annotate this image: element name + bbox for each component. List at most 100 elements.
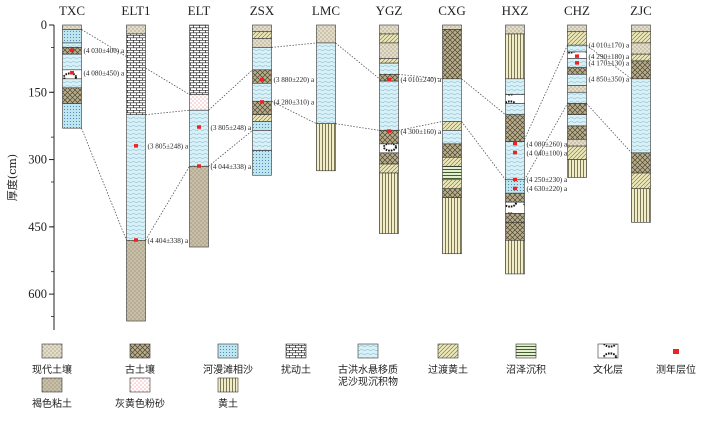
layer-paleosol [442, 188, 462, 198]
dating-marker [70, 48, 74, 53]
dating-marker [260, 77, 264, 82]
legend-item-sand: 河漫滩相沙 [203, 343, 253, 376]
layer-sand [252, 121, 272, 131]
layer-transition [379, 33, 399, 44]
dating-marker [134, 144, 138, 148]
layer-transition [567, 145, 587, 160]
layer-flood [252, 83, 272, 102]
legend-swatch [597, 343, 619, 359]
legend-swatch [217, 343, 239, 359]
date-label: (4 850±350) a [589, 75, 630, 83]
layer-silt [189, 94, 209, 111]
layer-paleosol [567, 125, 587, 140]
column-title: CHZ [564, 3, 590, 18]
column-title: TXC [59, 3, 85, 18]
dating-marker [197, 164, 201, 168]
layer-modern [567, 139, 587, 147]
correlation-lines [81, 29, 632, 241]
correlation-line [586, 44, 632, 80]
layer-flood [62, 53, 82, 71]
legend-item-modern: 现代土壤 [32, 343, 72, 376]
legend-swatch [357, 343, 379, 359]
layer-flood [505, 78, 525, 95]
layer-disturbed [189, 24, 209, 95]
layer-sand [505, 179, 525, 194]
date-label: (4 630±220) a [527, 185, 568, 193]
legend-item-swamp: 沼泽沉积 [506, 343, 546, 376]
legend-swatch [41, 377, 63, 393]
layer-paleosol [505, 114, 525, 142]
column-elt1: ELT1(3 805±248) a(4 404±338) a [121, 3, 189, 322]
layer-culture [505, 94, 525, 104]
date-label: (4 404±338) a [148, 237, 189, 245]
legend-label: 现代土壤 [32, 363, 72, 376]
dating-marker [387, 77, 391, 82]
layer-flood [567, 91, 587, 104]
layer-modern [505, 24, 525, 35]
legend-swatch [217, 377, 239, 393]
layer-transition [442, 179, 462, 190]
correlation-line [271, 42, 317, 48]
dating-marker [513, 186, 517, 191]
legend-swatch [41, 343, 63, 359]
legend-item-paleosol: 古土壤 [125, 343, 155, 376]
layer-culture [379, 143, 399, 154]
layer-modern [567, 24, 587, 33]
layer-flood [126, 114, 146, 241]
legend-swatch [437, 343, 459, 359]
y-tick-label: 450 [28, 220, 47, 234]
date-label: (4 010±170) a [589, 42, 630, 50]
correlation-line [145, 109, 190, 116]
layer-swamp [442, 165, 462, 181]
date-label: (4 010±240) a [401, 76, 442, 84]
correlation-line [208, 69, 253, 111]
layer-paleosol [505, 213, 525, 223]
layer-modern [379, 24, 399, 35]
correlation-line [461, 121, 506, 180]
legend-item-silt: 灰黄色粉砂 [115, 377, 165, 410]
column-title: LMC [312, 3, 340, 18]
layer-sand [252, 150, 272, 176]
layer-flood [62, 42, 82, 48]
legend-swatch [285, 343, 307, 359]
correlation-line [461, 78, 506, 116]
date-label: (3 805±248) a [148, 143, 189, 151]
layer-modern [316, 24, 336, 44]
layer-paleosol [252, 69, 272, 84]
layer-modern [62, 24, 82, 30]
dating-marker [513, 150, 517, 155]
layer-paleosol [442, 143, 462, 158]
legend-swatch [129, 343, 151, 359]
correlation-line [398, 121, 443, 131]
column-chz: CHZ(4 010±170) a(4 290±180) a(4 170±130)… [564, 3, 630, 178]
layer-transition [442, 157, 462, 167]
layer-modern [567, 85, 587, 93]
correlation-line [335, 123, 380, 131]
layer-sand [62, 29, 82, 44]
date-label: (3 805±248) a [211, 124, 252, 132]
legend-label: 古洪水悬移质 [338, 363, 398, 376]
correlation-line [524, 103, 568, 180]
layer-loess [379, 172, 399, 234]
layer-flood [189, 109, 209, 167]
y-tick-label: 150 [28, 85, 47, 99]
y-axis-label: 厚度(cm) [5, 154, 19, 201]
column-title: HXZ [502, 3, 529, 18]
layer-modern [252, 38, 272, 48]
layer-brownclay [126, 239, 146, 322]
correlation-line [524, 45, 568, 140]
column-elt: ELT(3 805±248) a(4 044±338) a [188, 3, 252, 248]
layer-paleosol [505, 192, 525, 203]
layer-transition [379, 58, 399, 64]
column-title: ELT [188, 3, 211, 18]
date-label: (4 080±450) a [84, 69, 125, 77]
y-tick-label: 300 [28, 153, 47, 167]
layer-flood [252, 47, 272, 71]
legend-label: 沼泽沉积 [506, 363, 546, 376]
dating-icon [673, 349, 679, 354]
legend-label: 扰动土 [281, 363, 311, 376]
legend: 现代土壤古土壤河漫滩相沙扰动土古洪水悬移质泥沙现沉积物过渡黄土沼泽沉积文化层测年… [32, 343, 696, 410]
layer-paleosol [505, 222, 525, 241]
